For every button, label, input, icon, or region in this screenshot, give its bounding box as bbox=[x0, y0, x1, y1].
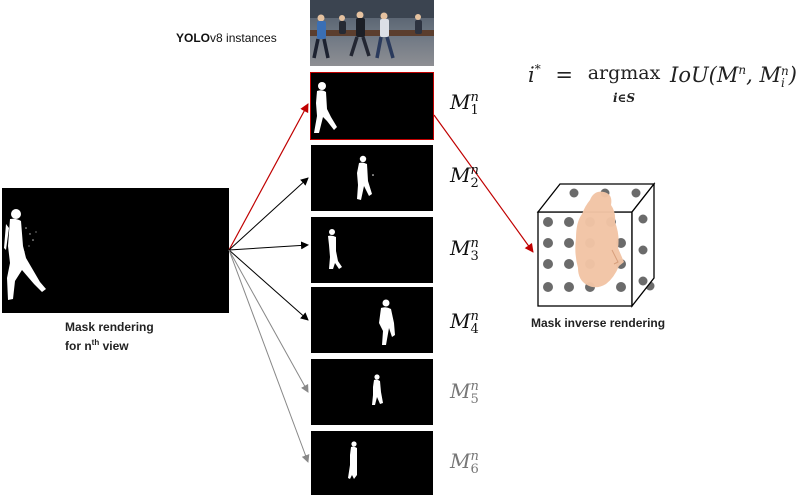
yolo-instances-label: YOLOv8 instances bbox=[176, 31, 277, 45]
yolo-label-rest: v8 instances bbox=[210, 31, 277, 45]
rendered-mask-image bbox=[2, 188, 229, 313]
mask-candidate-5 bbox=[310, 358, 434, 426]
mask-candidate-1 bbox=[310, 72, 434, 140]
photo-person-1 bbox=[312, 14, 330, 59]
formula-lhs: i bbox=[528, 63, 535, 87]
mask-candidate-3 bbox=[310, 216, 434, 284]
photo-person-2 bbox=[349, 11, 371, 57]
photo-person-4 bbox=[339, 15, 346, 34]
mask-3-silhouette bbox=[328, 229, 342, 269]
inverse-rendered-figure bbox=[575, 191, 624, 288]
mask-1-silhouette bbox=[314, 82, 337, 133]
mask-candidate-6 bbox=[310, 430, 434, 496]
mask-4-silhouette bbox=[379, 299, 395, 345]
arrow-to-mask-6 bbox=[228, 249, 310, 463]
arrow-to-mask-2 bbox=[228, 177, 309, 251]
arrow-to-inverse-rendering bbox=[433, 114, 534, 253]
mask-6-silhouette bbox=[348, 441, 357, 479]
mask-rendering-line1: Mask rendering bbox=[65, 320, 154, 334]
arrow-to-mask-3 bbox=[228, 241, 309, 251]
yolo-photo bbox=[310, 0, 434, 66]
photo-person-3 bbox=[375, 12, 395, 59]
mask-2-silhouette bbox=[357, 155, 374, 200]
arrow-to-mask-4 bbox=[228, 249, 309, 321]
formula-argmax: argmax bbox=[587, 62, 661, 84]
mask-rendering-line2: for nth view bbox=[65, 338, 129, 353]
photo-person-5 bbox=[415, 14, 422, 34]
arrow-to-mask-1 bbox=[228, 103, 309, 251]
formula-argmax-sub: i∈S bbox=[612, 91, 636, 105]
mask-5-silhouette bbox=[372, 374, 383, 405]
yolo-label-bold: YOLO bbox=[176, 31, 211, 45]
rendered-mask-silhouette bbox=[4, 209, 46, 300]
arrow-to-mask-5 bbox=[228, 249, 309, 393]
yolo-photo-drawing bbox=[310, 0, 434, 66]
mask-inverse-rendering-caption: Mask inverse rendering bbox=[531, 316, 666, 330]
mask-rendering-caption: Mask rendering for nth view bbox=[65, 320, 205, 354]
mask-candidate-2 bbox=[310, 144, 434, 212]
mask-candidate-4 bbox=[310, 286, 434, 354]
cube-edges bbox=[536, 182, 656, 308]
